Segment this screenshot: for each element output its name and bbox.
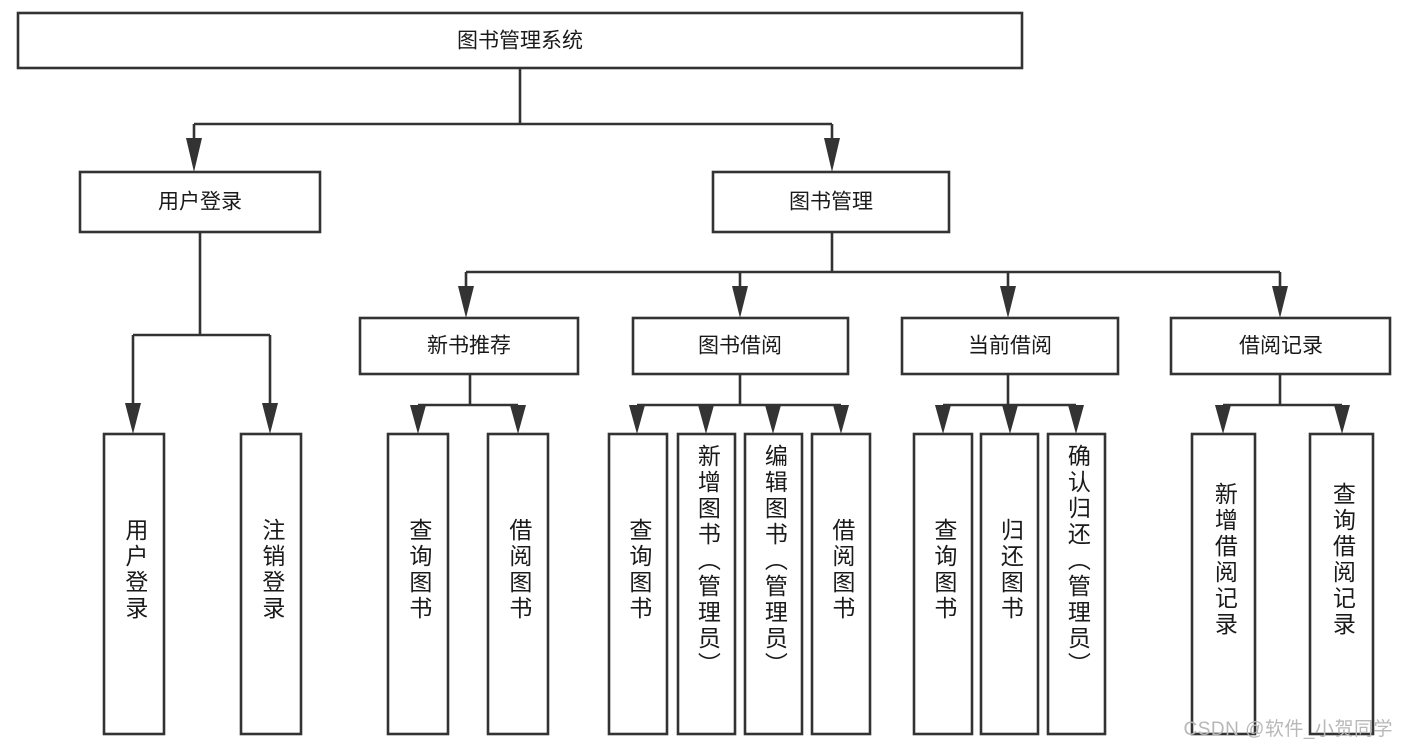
leaf-box-book-borrow-3[interactable] [743,432,804,736]
leaf-box-user-login-2[interactable] [239,432,303,736]
leaf-box-current-borrow-1[interactable] [912,432,974,736]
node-book-borrow[interactable]: 图书借阅 [631,316,850,376]
connector-book-borrow-to-leaves [629,374,849,434]
arrow-head-new-book-leaf1 [410,405,426,434]
node-current-borrow-box [900,316,1120,376]
node-book-borrow-label: 图书借阅 [698,335,782,358]
node-user-login-label: 用户登录 [158,191,242,214]
node-book-management[interactable]: 图书管理 [711,170,951,234]
arrow-head-borrow-record-leaf2 [1334,405,1350,434]
leaf-box-book-borrow-2[interactable] [676,432,737,736]
leaf-boxes-borrow-record [1190,432,1375,736]
node-root-box [16,11,1024,70]
arrow-head-new-book-leaf2 [510,405,526,434]
arrow-head-user-login-leaf2 [262,403,278,434]
arrow-head-current-borrow [1000,286,1016,318]
node-borrow-record[interactable]: 借阅记录 [1169,316,1392,376]
leaf-boxes-new-book-recommend [386,432,550,736]
leaf-box-current-borrow-3[interactable] [1046,432,1107,736]
node-root-label: 图书管理系统 [457,30,583,53]
node-borrow-record-label: 借阅记录 [1239,335,1323,358]
connector-current-borrow-to-leaves [935,374,1084,434]
arrow-head-current-borrow-leaf2 [1002,405,1018,434]
node-current-borrow-label: 当前借阅 [968,335,1052,358]
leaf-box-borrow-record-1[interactable] [1190,432,1257,736]
node-borrow-record-box [1169,316,1392,376]
leaf-boxes-book-borrow [607,432,872,736]
arrow-head-current-borrow-leaf3 [1068,405,1084,434]
node-new-book-recommend-box [358,316,580,376]
arrow-head-book-borrow-leaf4 [833,405,849,434]
connector-root-to-level2 [186,68,840,172]
leaf-box-new-book-1[interactable] [386,432,450,736]
leaf-box-book-borrow-4[interactable] [810,432,872,736]
node-book-management-box [711,170,951,234]
leaf-boxes-user-login [102,432,303,736]
arrow-head-book-borrow-leaf1 [629,405,645,434]
connector-user-login-to-leaves [125,232,278,434]
arrow-head-current-borrow-leaf1 [935,405,951,434]
leaf-box-book-borrow-1[interactable] [607,432,669,736]
node-new-book-recommend[interactable]: 新书推荐 [358,316,580,376]
node-current-borrow[interactable]: 当前借阅 [900,316,1120,376]
node-new-book-recommend-label: 新书推荐 [427,335,511,358]
leaf-box-user-login-1[interactable] [102,432,166,736]
node-book-management-label: 图书管理 [789,191,873,214]
arrow-head-new-book [458,286,474,318]
node-user-login-box [78,170,322,234]
arrow-head-book-borrow-leaf3 [765,405,781,434]
node-root-book-management-system[interactable]: 图书管理系统 [16,11,1024,70]
arrow-head-borrow-record-leaf1 [1215,405,1231,434]
leaf-box-new-book-2[interactable] [486,432,550,736]
connector-new-book-to-leaves [410,374,526,434]
leaf-boxes-current-borrow [912,432,1107,736]
watermark-text: CSDN @软件_小贺同学 [1183,719,1393,740]
leaf-box-current-borrow-2[interactable] [979,432,1040,736]
leaf-box-borrow-record-2[interactable] [1308,432,1375,736]
node-user-login[interactable]: 用户登录 [78,170,322,234]
arrow-head-user-login [186,138,202,172]
arrow-head-borrow-record [1272,286,1288,318]
arrow-head-book-borrow-leaf2 [698,405,714,434]
arrow-head-book-manage [824,138,840,172]
connector-borrow-record-to-leaves [1215,374,1350,434]
arrow-head-user-login-leaf1 [125,403,141,434]
connector-book-manage-to-level3 [458,232,1288,318]
arrow-head-book-borrow [732,286,748,318]
node-book-borrow-box [631,316,850,376]
